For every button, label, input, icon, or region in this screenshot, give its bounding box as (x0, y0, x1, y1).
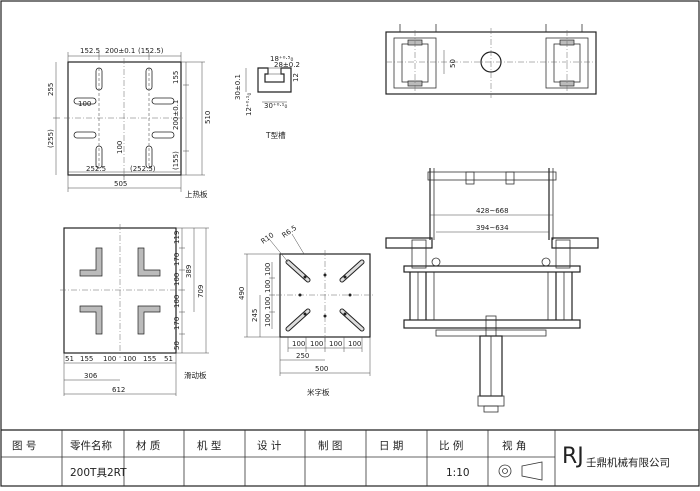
scale-value: 1:10 (446, 467, 470, 479)
title-header: 机 型 (197, 439, 221, 452)
t-slot (73, 97, 97, 105)
dim-text: 100 (264, 280, 272, 293)
view-label: 米字板 (307, 387, 330, 397)
projection-symbol (498, 464, 512, 478)
title-block: 图 号 零件名称 材 质 机 型 设 计 制 图 日 期 比 例 视 角 200… (1, 429, 699, 486)
dim-text: 51 (65, 355, 74, 363)
dim-text: 100 (264, 297, 272, 310)
dim-text: 100 (103, 355, 116, 363)
dim-text: 200±0.1 (172, 100, 180, 130)
dim-text: 170 (173, 253, 181, 266)
title-header: 零件名称 (70, 439, 112, 452)
l-slot (137, 305, 161, 335)
dim-text: 119 (173, 231, 181, 244)
t-slot (73, 131, 97, 139)
dim-text: 505 (114, 180, 127, 188)
dim-text: 155 (172, 71, 180, 84)
dim-text: 100 (173, 295, 181, 308)
title-header: 设 计 (257, 439, 282, 452)
dim-text: 709 (197, 285, 205, 298)
top-view: 50 (385, 24, 597, 98)
view-label: 滑动板 (184, 370, 207, 380)
title-header: 比 例 (439, 439, 463, 452)
dim-text: 28±0.2 (274, 61, 300, 69)
dim-text: (252.5) (130, 165, 156, 173)
dim-text: 245 (251, 309, 259, 322)
l-slot (137, 247, 161, 277)
upper-plate-outline (67, 61, 182, 176)
t-slot-detail: 18⁺⁰·⁵₀ 28±0.2 30±0.1 12 12⁺⁰·¹₀ 30⁺⁰·¹₀… (234, 55, 300, 140)
dim-text: 12 (292, 73, 300, 82)
view-label: T型槽 (265, 130, 286, 140)
dim-text: 100 (123, 355, 136, 363)
dim-text: 100 (348, 340, 361, 348)
dim-text: 428~668 (476, 207, 509, 215)
dim-text: R6.5 (281, 224, 299, 240)
dim-text: 51 (164, 355, 173, 363)
dim-text: 100 (292, 340, 305, 348)
t-slot (151, 131, 175, 139)
part-name-value: 200T具2RT (70, 467, 127, 479)
title-header: 日 期 (379, 440, 403, 452)
dim-text: 500 (315, 365, 328, 373)
dim-text: 490 (238, 287, 246, 300)
dim-text: 250 (296, 352, 309, 360)
dim-text: 30⁺⁰·¹₀ (264, 102, 287, 110)
dim-text: (255) (47, 129, 55, 148)
dim-text: 152.5 (80, 47, 100, 55)
dim-text: 100 (116, 141, 124, 154)
dim-text: 510 (204, 111, 212, 124)
dim-text: 394~634 (476, 224, 509, 232)
dim-text: 306 (84, 372, 98, 380)
front-view-assembly: 428~668 394~634 (385, 168, 599, 413)
dim-text: 12⁺⁰·¹₀ (245, 93, 253, 116)
dim-text: 155 (143, 355, 156, 363)
view-label: 上热板 (185, 189, 208, 199)
dim-text: 50 (173, 341, 181, 350)
dim-text: 100 (329, 340, 342, 348)
slide-plate-view: 119 170 100 100 170 50 389 709 51 155 10… (60, 224, 209, 396)
dim-text: (152.5) (138, 47, 164, 55)
dim-text: 200±0.1 (105, 47, 135, 55)
dim-text: 30±0.1 (234, 74, 242, 100)
dim-text: 100 (264, 314, 272, 327)
dim-text: 389 (185, 265, 193, 278)
l-slot (79, 247, 103, 277)
dim-text: 100 (78, 100, 91, 108)
cross-plate-view: R10 R6.5 100 100 100 100 245 490 100 100… (238, 224, 374, 397)
dim-text: 170 (173, 317, 181, 330)
dim-text: 50 (449, 59, 457, 68)
dim-text: 18⁺⁰·⁵₀ (270, 55, 293, 63)
company-logo: RJ (562, 444, 584, 469)
title-header: 图 号 (12, 440, 36, 452)
t-slot (151, 97, 175, 105)
dim-text: 155 (80, 355, 93, 363)
l-slot (79, 305, 103, 335)
dim-text: 252.5 (86, 165, 106, 173)
title-header: 制 图 (318, 439, 342, 452)
dim-text: (155) (172, 151, 180, 170)
dim-text: 255 (47, 83, 55, 96)
title-header: 视 角 (502, 439, 526, 452)
title-header: 材 质 (136, 439, 160, 452)
dim-text: 100 (264, 263, 272, 276)
company-name: 壬鼎机械有限公司 (586, 456, 670, 469)
upper-plate-view: 152.5 200±0.1 (152.5) 255 (255) 100 100 … (47, 47, 212, 199)
dim-text: 100 (173, 273, 181, 286)
dim-text: 612 (112, 386, 125, 394)
dim-text: 100 (310, 340, 323, 348)
